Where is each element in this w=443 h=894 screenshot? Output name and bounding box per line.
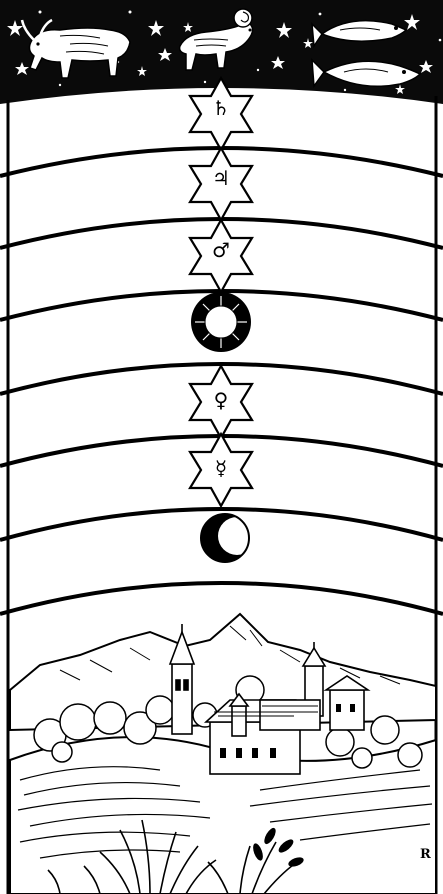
mercury-glyph: ☿ [215,456,227,480]
venus-glyph: ♀ [214,388,229,412]
artist-monogram: R [420,847,431,862]
saturn-glyph: ♄ [212,96,230,120]
jupiter-glyph: ♃ [212,166,230,190]
sun-icon [191,292,251,352]
mars-glyph: ♂ [212,238,230,262]
